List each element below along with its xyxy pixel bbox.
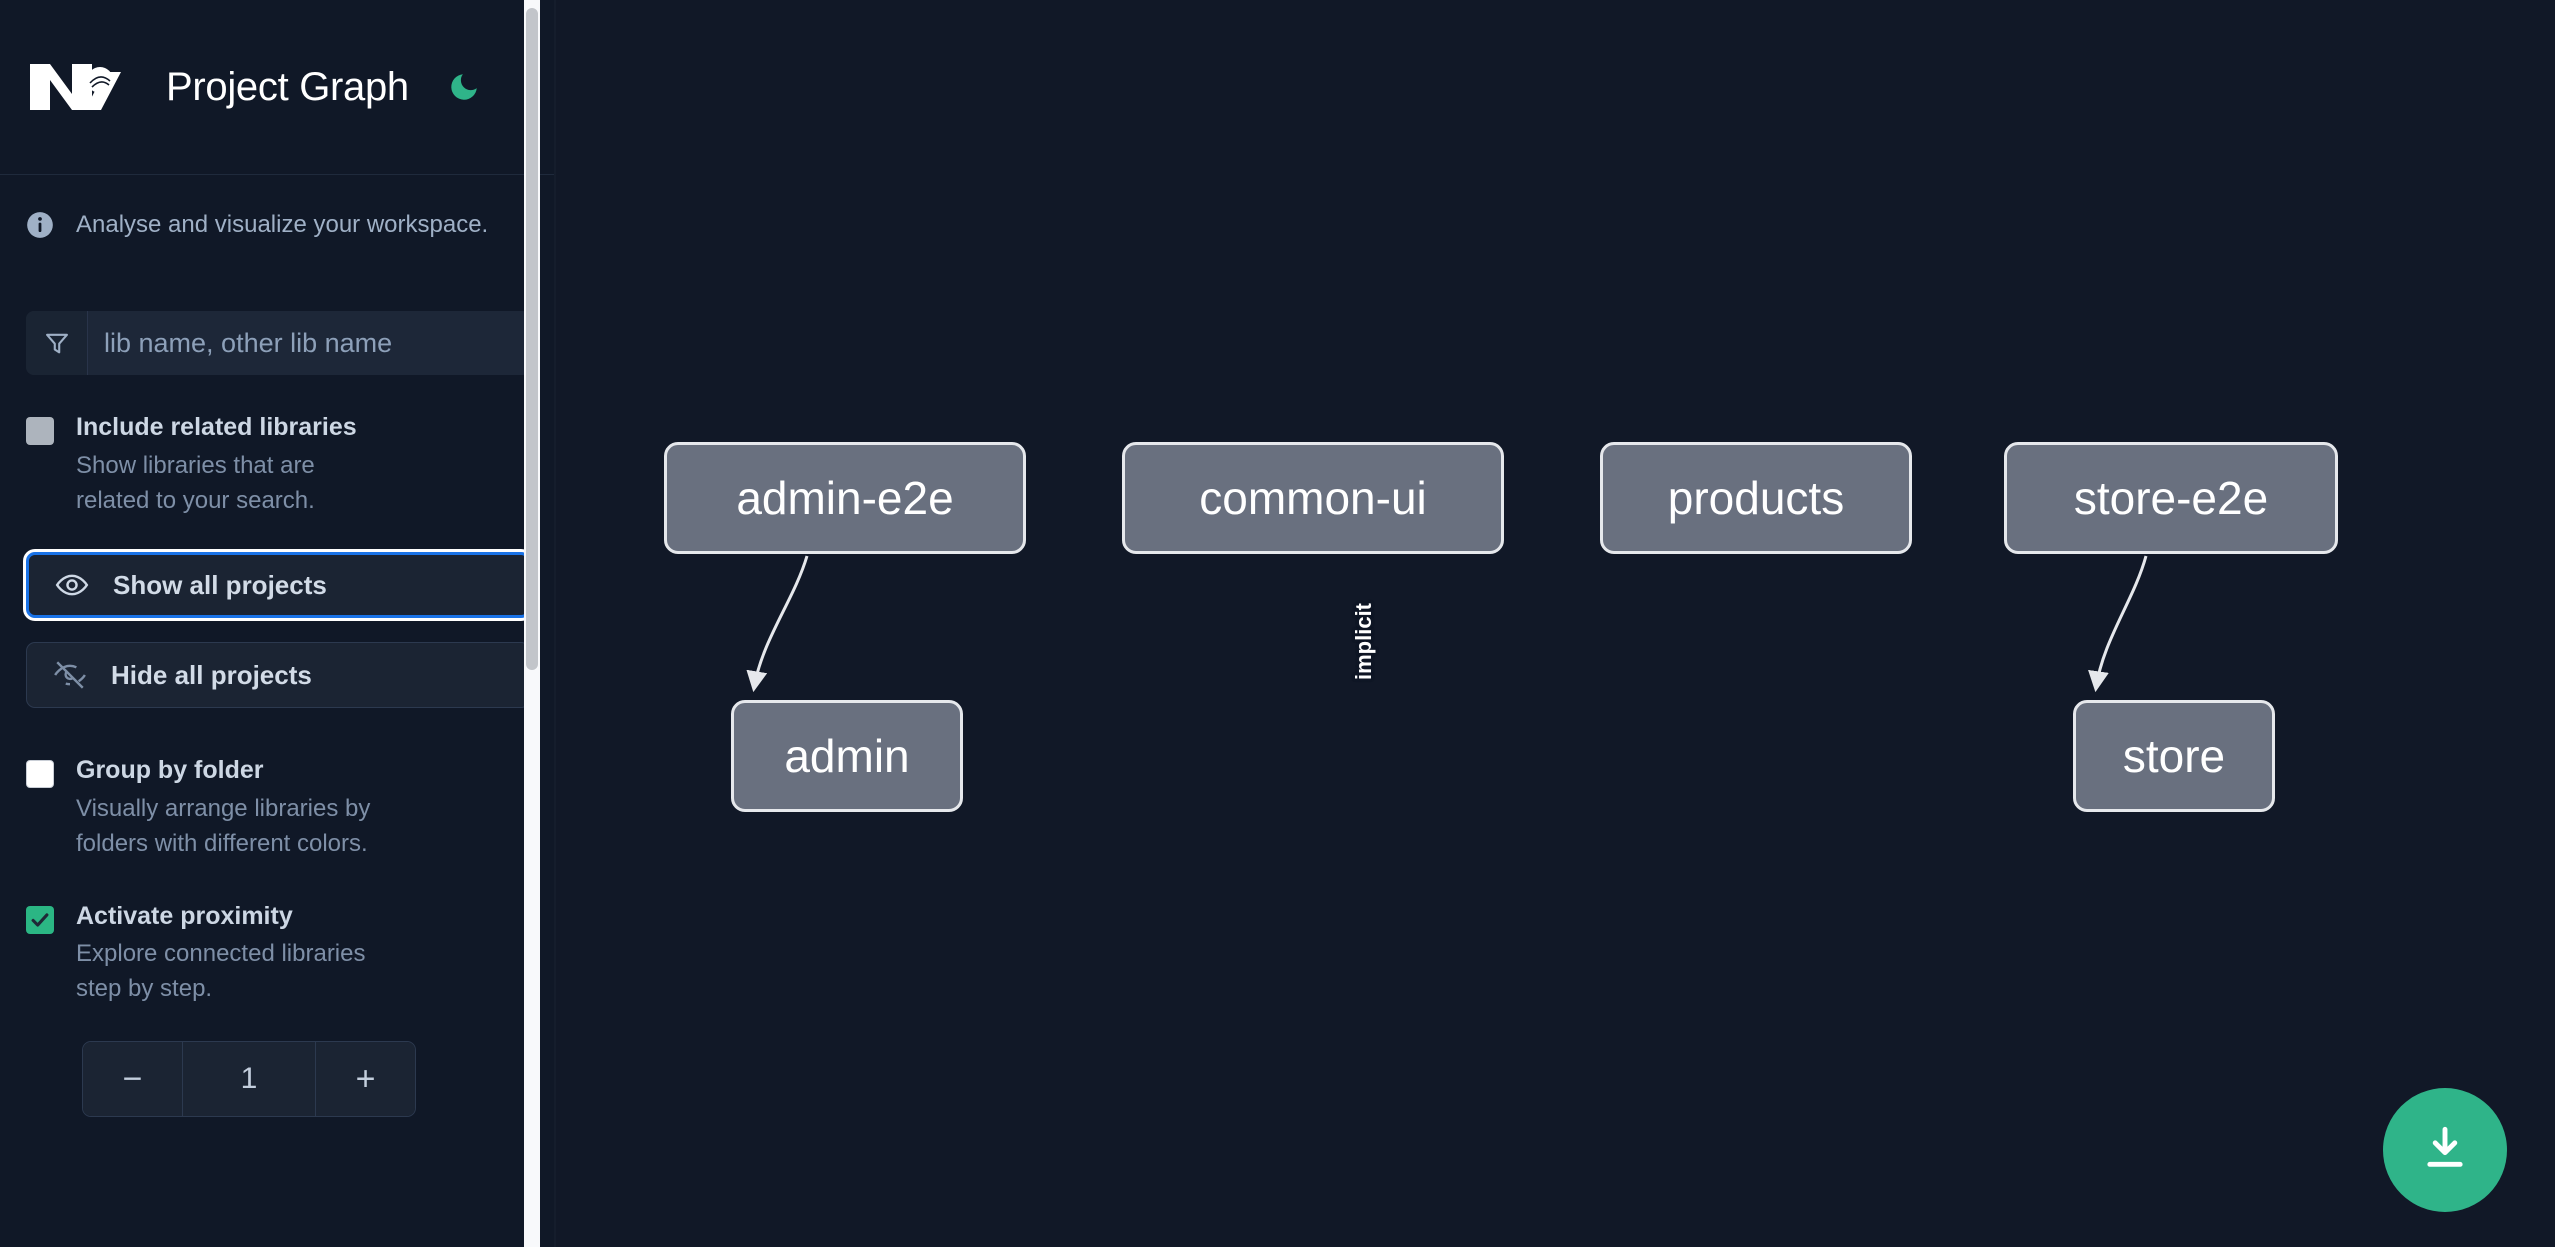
filter-icon — [26, 311, 88, 375]
activate-proximity-label: Activate proximity — [76, 901, 293, 930]
node-admin-e2e[interactable]: admin-e2e — [664, 442, 1026, 554]
edge-label-admin-implicit: implicit — [1351, 602, 1376, 680]
graph-canvas[interactable]: implicit implicit admin-e2e common-ui pr… — [556, 0, 2555, 1247]
activate-proximity-checkbox[interactable] — [26, 905, 54, 934]
group-by-folder-description: Visually arrange libraries by folders wi… — [76, 795, 371, 857]
edge-path-store — [2088, 555, 2148, 693]
node-admin[interactable]: admin — [731, 700, 963, 812]
proximity-increment-button[interactable]: + — [315, 1042, 415, 1117]
download-graph-button[interactable] — [2383, 1088, 2507, 1212]
show-all-projects-button[interactable]: Show all projects — [26, 552, 530, 619]
node-common-ui[interactable]: common-ui — [1122, 442, 1504, 554]
sidebar-scrollbar-thumb[interactable] — [526, 8, 538, 670]
include-related-libraries-description: Show libraries that are related to your … — [76, 451, 315, 514]
option-include-related-libraries[interactable]: Include related libraries Show libraries… — [0, 411, 556, 518]
node-store[interactable]: store — [2073, 700, 2275, 812]
proximity-value: 1 — [183, 1042, 315, 1117]
filter-field[interactable] — [26, 311, 530, 375]
option-group-by-folder[interactable]: Group by folder Visually arrange librari… — [0, 754, 556, 861]
hide-all-projects-label: Hide all projects — [111, 659, 312, 690]
proximity-decrement-button[interactable]: − — [83, 1042, 183, 1117]
sidebar-divider — [554, 0, 556, 1247]
workspace-info-text: Analyse and visualize your workspace. — [76, 211, 489, 238]
group-by-folder-checkbox[interactable] — [26, 760, 54, 789]
node-store-e2e[interactable]: store-e2e — [2004, 442, 2338, 554]
download-icon — [2417, 1120, 2473, 1181]
workspace-info: Analyse and visualize your workspace. — [0, 175, 556, 245]
show-all-projects-label: Show all projects — [113, 569, 327, 600]
eye-off-icon — [53, 658, 87, 692]
node-products[interactable]: products — [1600, 442, 1912, 554]
group-by-folder-label: Group by folder — [76, 756, 264, 785]
info-icon — [26, 211, 54, 239]
sidebar-scrollbar[interactable] — [524, 0, 540, 1247]
nx-logo-icon — [26, 56, 126, 118]
hide-all-projects-button[interactable]: Hide all projects — [26, 642, 530, 709]
page-title: Project Graph — [166, 64, 409, 109]
sidebar: Project Graph Analyse and visualize your… — [0, 0, 556, 1247]
edge-path-admin — [746, 555, 809, 693]
eye-icon — [55, 568, 89, 602]
option-activate-proximity[interactable]: Activate proximity Explore connected lib… — [0, 900, 556, 1007]
activate-proximity-description: Explore connected libraries step by step… — [76, 940, 366, 1003]
include-related-libraries-label: Include related libraries — [76, 413, 357, 441]
graph-edges — [746, 555, 2148, 693]
moon-icon[interactable] — [443, 66, 485, 108]
include-related-libraries-checkbox[interactable] — [26, 417, 54, 445]
sidebar-header: Project Graph — [0, 0, 556, 175]
proximity-stepper[interactable]: − 1 + — [82, 1041, 416, 1118]
search-input[interactable] — [88, 311, 530, 375]
